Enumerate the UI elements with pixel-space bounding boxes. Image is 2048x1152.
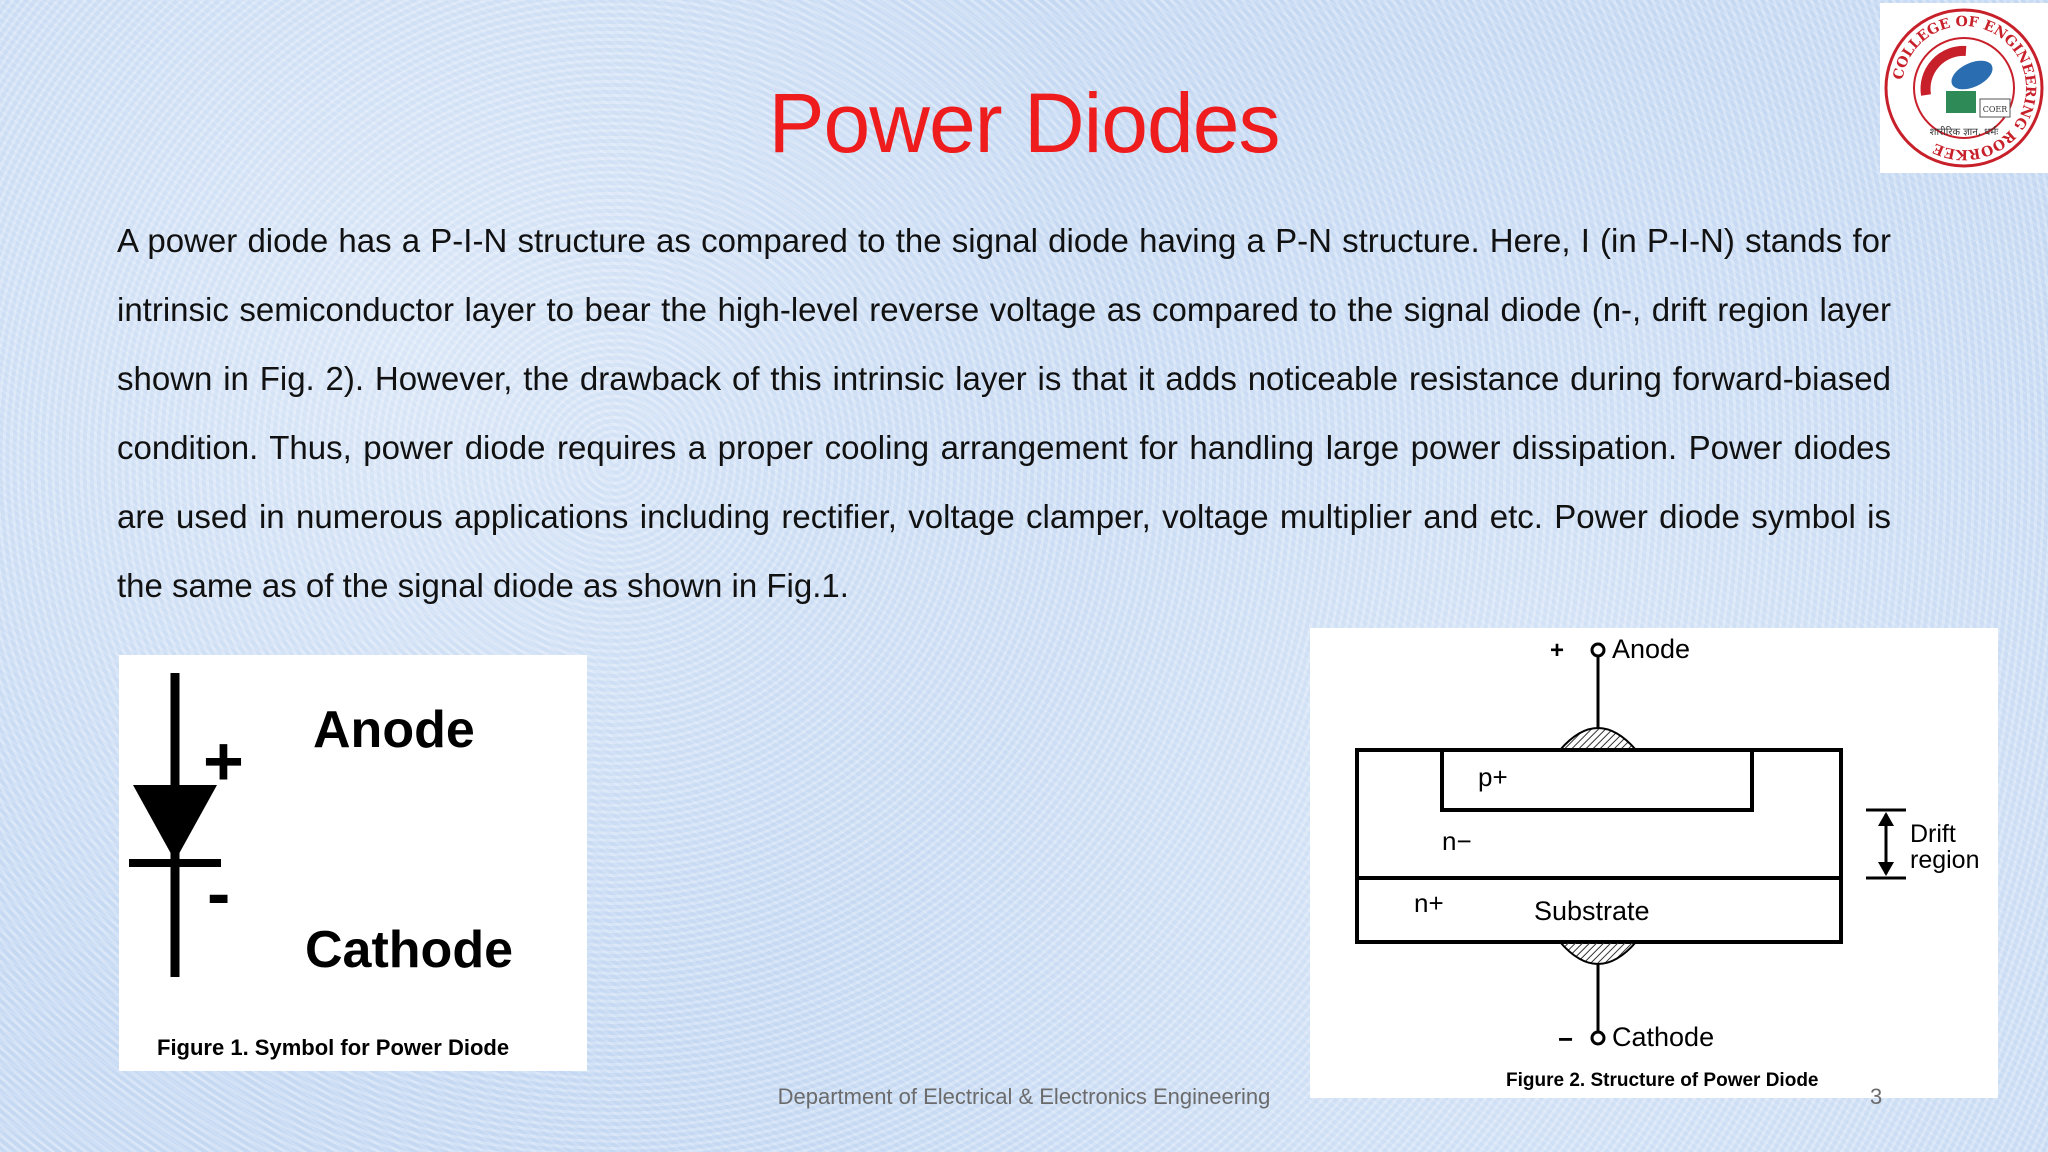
page-number: 3 (1870, 1084, 1883, 1109)
footer-department: Department of Electrical & Electronics E… (777, 1084, 1271, 1109)
college-logo-graphic: COLLEGE OF ENGINEERING ROORKEE COER शारी… (1884, 8, 2044, 168)
figure-1-diode-symbol: + Anode - Cathode Figure 1. Symbol for P… (119, 655, 587, 1071)
slide-title: Power Diodes (768, 76, 1281, 170)
diode-triangle-icon (133, 785, 217, 861)
logo-building-icon (1946, 91, 1976, 113)
logo-center-text: COER (1983, 105, 2009, 114)
fig2-region-label: region (1910, 846, 1980, 874)
college-logo: COLLEGE OF ENGINEERING ROORKEE COER शारी… (1880, 3, 2048, 173)
fig1-anode-label: Anode (313, 701, 475, 759)
fig1-minus-sign: - (207, 854, 230, 932)
fig1-plus-sign: + (203, 722, 244, 800)
cathode-terminal-icon (1590, 1030, 1606, 1046)
logo-dish-icon (1951, 60, 1993, 90)
fig2-cathode-label: Cathode (1612, 1022, 1714, 1052)
fig2-n-plus-label: n+ (1414, 888, 1444, 918)
anode-terminal-icon (1590, 642, 1606, 658)
fig2-plus-sign: + (1550, 637, 1564, 664)
fig2-substrate-label: Substrate (1534, 896, 1650, 926)
fig2-minus-sign: − (1558, 1024, 1573, 1054)
fig2-drift-label: Drift (1910, 820, 1956, 848)
drift-arrow-up-icon (1878, 812, 1894, 826)
fig2-p-plus-label: p+ (1478, 762, 1508, 792)
drift-arrow-down-icon (1878, 862, 1894, 876)
body-paragraph: A power diode has a P-I-N structure as c… (117, 222, 1891, 604)
fig2-n-minus-label: n− (1442, 826, 1472, 856)
fig1-cathode-label: Cathode (305, 921, 513, 979)
cathode-contact (1557, 941, 1639, 965)
diode-structure-diagram: + Anode p+ n− n+ Substrate − Cathode (1355, 634, 1980, 1091)
diode-symbol-diagram: + Anode - Cathode Figure 1. Symbol for P… (129, 673, 513, 1060)
logo-plate (1979, 98, 2011, 118)
fig2-anode-label: Anode (1612, 634, 1690, 664)
fig2-caption: Figure 2. Structure of Power Diode (1506, 1070, 1819, 1091)
logo-gear-icon (1920, 45, 1967, 96)
p-plus-region (1440, 748, 1754, 812)
logo-motto: शारीरिक ज्ञान, धर्मः (1930, 126, 2000, 138)
figure-2-diode-structure: + Anode p+ n− n+ Substrate − Cathode (1310, 628, 1998, 1098)
fig1-caption: Figure 1. Symbol for Power Diode (157, 1035, 509, 1060)
anode-contact (1557, 727, 1639, 751)
